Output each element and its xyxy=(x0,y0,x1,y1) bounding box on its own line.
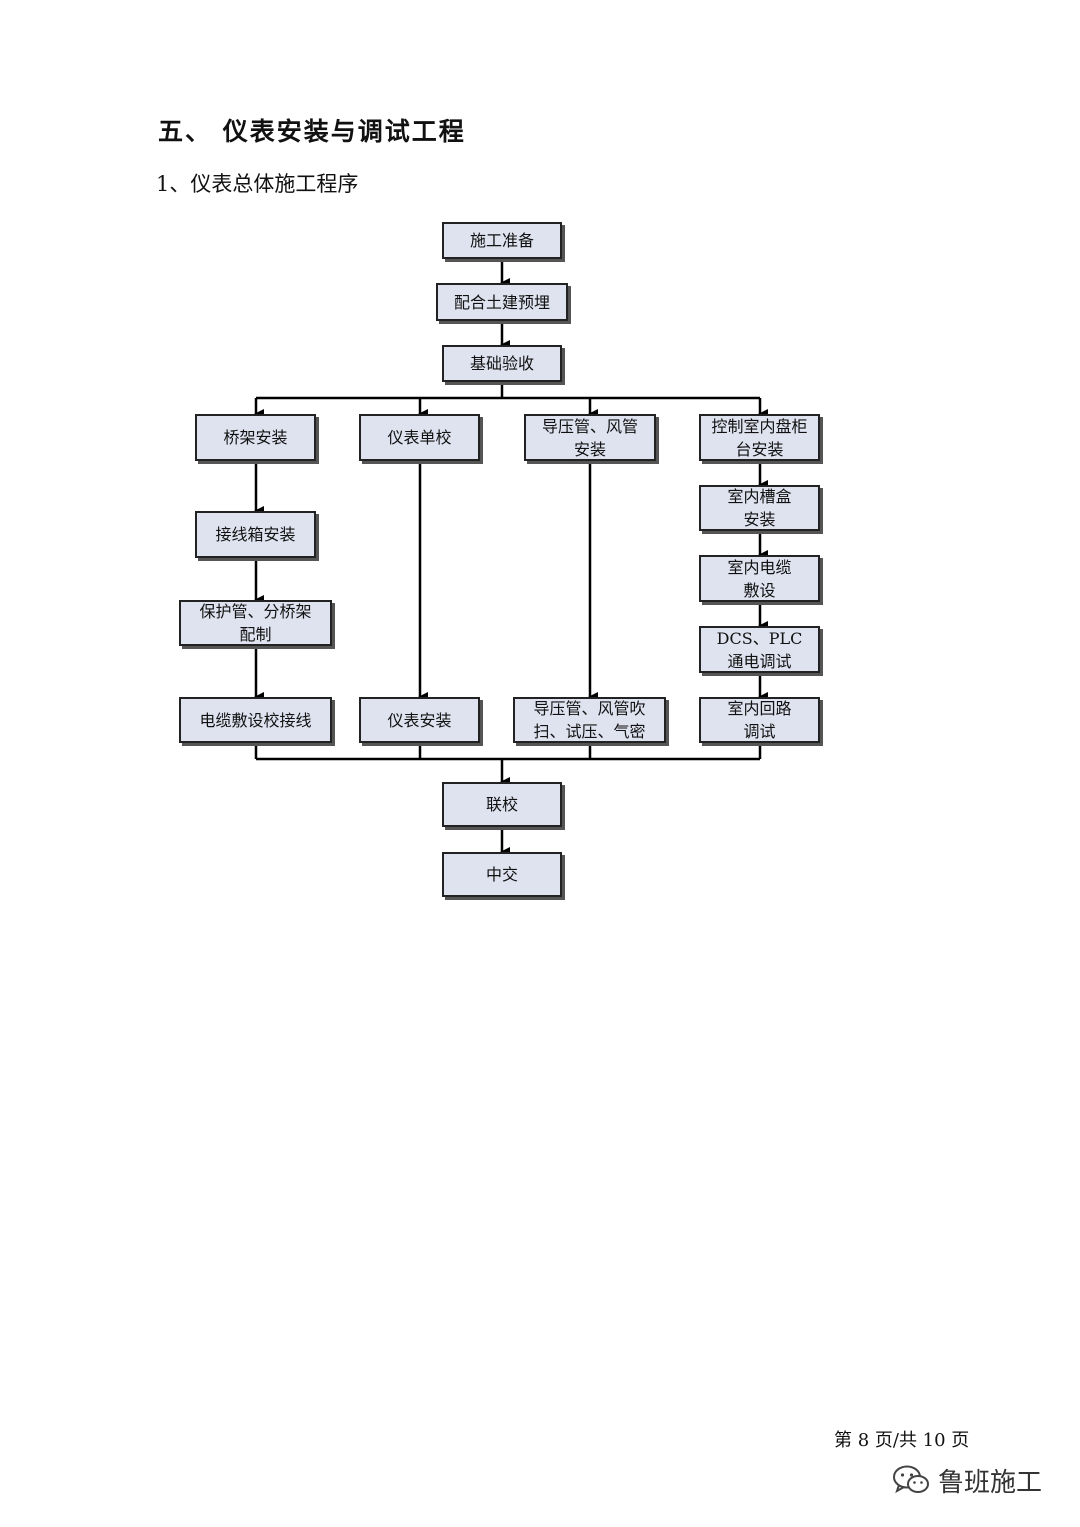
step-cable-laying: 电缆敷设校接线 xyxy=(179,697,332,743)
step-control-room-cabinet: 控制室内盘柜 台安装 xyxy=(699,414,820,461)
step-pressure-pipe-test: 导压管、风管吹 扫、试压、气密 xyxy=(513,697,666,743)
step-indoor-cable: 室内电缆 敷设 xyxy=(699,555,820,602)
step-junction-box-install: 接线箱安装 xyxy=(195,511,316,558)
step-pressure-pipe-install: 导压管、风管 安装 xyxy=(524,414,656,461)
sub-heading: 1、仪表总体施工程序 xyxy=(156,172,359,196)
step-bridge-install: 桥架安装 xyxy=(195,414,316,461)
step-instrument-calibration: 仪表单校 xyxy=(359,414,480,461)
step-handover: 中交 xyxy=(442,852,562,897)
section-heading: 五、 仪表安装与调试工程 xyxy=(158,117,466,146)
step-civil-embedding: 配合土建预埋 xyxy=(436,283,568,321)
wechat-icon xyxy=(893,1465,929,1494)
step-construction-prep: 施工准备 xyxy=(442,222,562,259)
watermark: 鲁班施工 xyxy=(892,1460,1042,1500)
step-indoor-trunking: 室内槽盒 安装 xyxy=(699,485,820,531)
step-foundation-acceptance: 基础验收 xyxy=(442,345,562,382)
step-protection-pipe: 保护管、分桥架 配制 xyxy=(179,600,332,646)
step-dcs-plc-power: DCS、PLC 通电调试 xyxy=(699,626,820,673)
step-instrument-install: 仪表安装 xyxy=(359,697,480,743)
step-joint-calibration: 联校 xyxy=(442,782,562,827)
step-indoor-loop-test: 室内回路 调试 xyxy=(699,697,820,743)
page-number: 第 8 页/共 10 页 xyxy=(834,1430,970,1451)
watermark-text: 鲁班施工 xyxy=(938,1467,1043,1498)
